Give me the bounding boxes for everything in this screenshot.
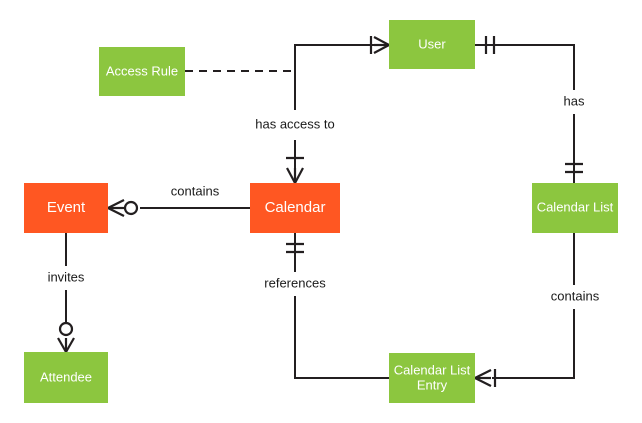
entity-attendee-box[interactable] — [24, 352, 108, 403]
relationship-label-contains-event-calendar: contains — [171, 183, 220, 198]
connector-calendar-listentry — [294, 233, 389, 379]
entity-access-rule[interactable]: Access Rule — [99, 47, 185, 96]
entity-user-label: User — [418, 36, 446, 51]
relationship-label-invites: invites — [48, 269, 85, 284]
relationship-label-contains-list-entry: contains — [551, 288, 600, 303]
cardinality-event-right-zero-or-many — [107, 199, 139, 217]
entity-calendar-list-entry-label-line2: Entry — [417, 377, 448, 392]
entity-attendee[interactable]: Attendee — [24, 352, 108, 403]
cardinality-attendee-top-zero-or-many — [57, 321, 75, 353]
connector-calendarlist-listentry — [492, 233, 575, 379]
entity-calendar-box[interactable] — [250, 183, 340, 233]
cardinality-calendarlist-top-exactly-one — [565, 162, 583, 174]
relationship-label-has-access-to: has access to — [255, 116, 335, 131]
entity-access-rule-label: Access Rule — [106, 63, 178, 78]
entity-calendar-list[interactable]: Calendar List — [532, 183, 618, 233]
entity-user[interactable]: User — [389, 20, 475, 69]
connector-line-contains-entry — [492, 309, 575, 379]
entity-calendar-label: Calendar — [265, 199, 326, 216]
relationship-label-references: references — [264, 275, 326, 290]
cardinality-listentry-right-one-or-many — [474, 369, 497, 387]
entity-calendar[interactable]: Calendar — [250, 183, 340, 233]
connector-line-user-to-access — [294, 44, 389, 110]
entity-calendar-list-entry-box[interactable] — [389, 353, 475, 403]
entity-calendar-list-entry[interactable]: Calendar List Entry — [389, 353, 475, 403]
entity-user-box[interactable] — [389, 20, 475, 69]
connector-user-calendarlist — [475, 44, 575, 183]
connector-line-references — [294, 296, 389, 379]
cardinality-calendar-top-one-or-many — [286, 156, 304, 184]
entity-access-rule-box[interactable] — [99, 47, 185, 96]
entity-calendar-list-box[interactable] — [532, 183, 618, 233]
cardinality-user-right-exactly-one — [484, 36, 496, 54]
connector-user-calendar — [294, 44, 389, 183]
cardinality-calendar-bottom-exactly-one — [286, 242, 304, 254]
entity-event[interactable]: Event — [24, 183, 108, 233]
connector-line-user-right — [475, 44, 575, 90]
entity-calendar-list-entry-label-line1: Calendar List — [394, 362, 471, 377]
cardinality-user-left-one-or-many — [369, 36, 390, 54]
entity-event-label: Event — [47, 199, 86, 216]
entity-event-box[interactable] — [24, 183, 108, 233]
entity-attendee-label: Attendee — [40, 369, 92, 384]
relationship-label-has: has — [564, 93, 585, 108]
entity-calendar-list-label: Calendar List — [537, 199, 614, 214]
